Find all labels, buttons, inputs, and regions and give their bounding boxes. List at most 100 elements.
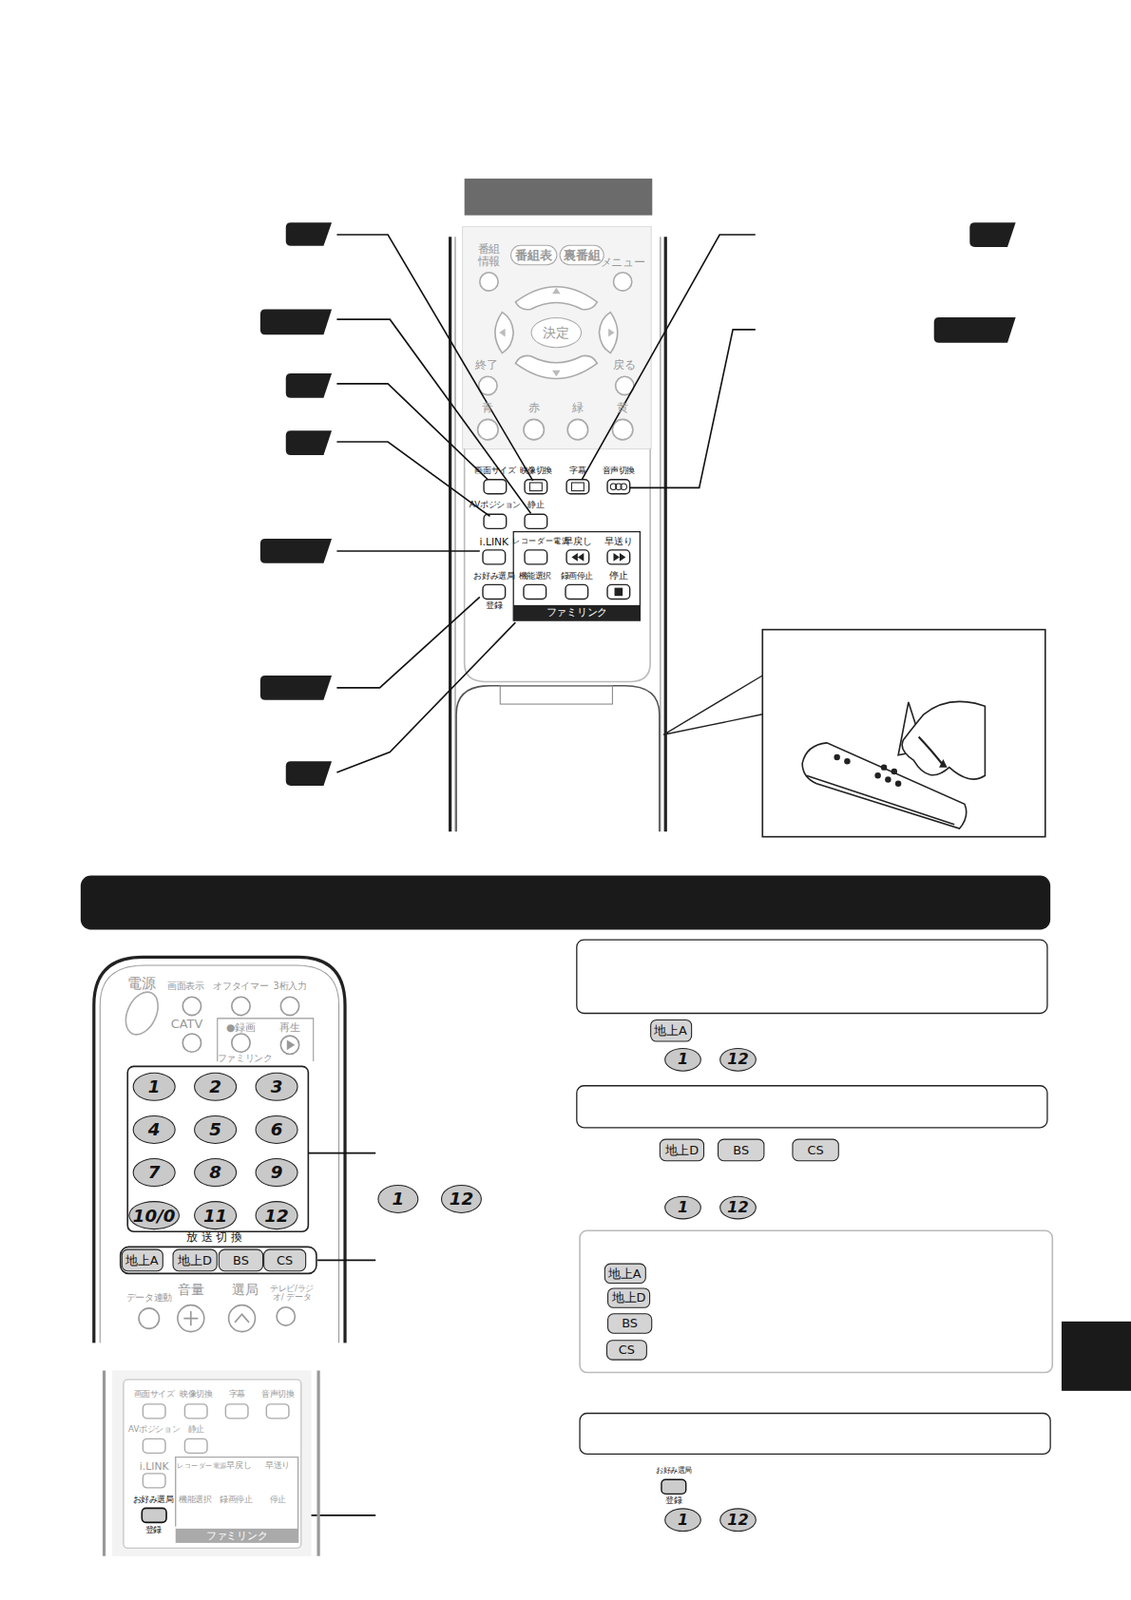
button-caption: i.LINK bbox=[139, 1460, 170, 1473]
button-label: 1 bbox=[677, 1052, 689, 1068]
button-label: 1 bbox=[677, 1199, 689, 1215]
remote-button: 決定 bbox=[530, 317, 582, 348]
button-label: 裏番組 bbox=[563, 249, 601, 262]
button-label: 3 bbox=[270, 1078, 284, 1096]
remote-button: 地上A bbox=[650, 1019, 692, 1043]
button-caption: テレビ/ラジオ/ データ bbox=[266, 1284, 318, 1304]
remote-button: 11 bbox=[193, 1201, 237, 1230]
button-label: 7 bbox=[148, 1164, 161, 1182]
button-caption: 緑 bbox=[572, 402, 584, 415]
remote-button: 地上D bbox=[659, 1139, 705, 1163]
button-label: 9 bbox=[270, 1164, 284, 1182]
remote-button: CS bbox=[606, 1340, 648, 1361]
button-caption: 停止 bbox=[269, 1495, 287, 1505]
remote-button: 6 bbox=[255, 1115, 299, 1145]
button-label: 12 bbox=[727, 1512, 748, 1528]
button-caption: 番組 情報 bbox=[477, 244, 502, 269]
button-caption: 赤 bbox=[528, 402, 540, 415]
remote-button: 8 bbox=[193, 1158, 237, 1188]
button-label: 10/0 bbox=[133, 1207, 176, 1225]
button-label: 1 bbox=[391, 1190, 404, 1208]
button-caption: 静止 bbox=[527, 501, 544, 511]
button-caption: 停止 bbox=[609, 571, 628, 582]
button-label: BS bbox=[732, 1144, 749, 1157]
button-label: 4 bbox=[148, 1121, 161, 1139]
remote-button: BS bbox=[607, 1313, 652, 1334]
button-caption: 登録 bbox=[145, 1526, 162, 1535]
button-caption: ●録画 bbox=[226, 1022, 256, 1035]
remote-button: 番組表 bbox=[510, 245, 557, 266]
button-caption: オフタイマー bbox=[212, 981, 269, 993]
remote-button: 12 bbox=[719, 1047, 757, 1072]
button-caption: 録画停止 bbox=[560, 572, 594, 581]
remote-button: 4 bbox=[133, 1115, 176, 1145]
button-label: 11 bbox=[203, 1207, 228, 1225]
button-caption: 画面表示 bbox=[167, 981, 205, 993]
button-label: 地上A bbox=[653, 1024, 688, 1037]
button-label: 12 bbox=[449, 1190, 474, 1208]
remote-button: 12 bbox=[719, 1195, 757, 1220]
remote-button: 7 bbox=[133, 1158, 176, 1188]
button-caption: 早戻し bbox=[563, 536, 592, 548]
button-caption: 選局 bbox=[231, 1283, 259, 1298]
button-caption: レコーダー電源 bbox=[176, 1463, 228, 1472]
button-label: CS bbox=[276, 1254, 293, 1267]
button-caption: ファミリンク bbox=[206, 1530, 268, 1542]
remote-button: 1 bbox=[664, 1195, 702, 1220]
button-caption: AVポジション bbox=[469, 501, 521, 511]
button-caption: i.LINK bbox=[479, 536, 510, 548]
remote-button: 5 bbox=[193, 1115, 237, 1145]
button-caption: 電源 bbox=[127, 976, 156, 993]
remote-button: BS bbox=[717, 1139, 765, 1163]
button-caption: 放 送 切 換 bbox=[186, 1231, 243, 1245]
button-caption: 字幕 bbox=[569, 466, 586, 476]
remote-button: 地上D bbox=[172, 1249, 218, 1273]
button-caption: 音声切換 bbox=[261, 1390, 294, 1400]
button-label: 12 bbox=[727, 1052, 748, 1068]
button-caption: ファミリンク bbox=[546, 606, 608, 618]
button-caption: 早送り bbox=[604, 536, 633, 548]
button-caption: ファミリンク bbox=[217, 1054, 273, 1066]
remote-button: 2 bbox=[193, 1073, 237, 1102]
remote-button: CS bbox=[791, 1139, 839, 1163]
remote-button: 地上A bbox=[603, 1264, 646, 1285]
button-label: 地上A bbox=[608, 1267, 642, 1281]
button-caption: 映像切換 bbox=[179, 1390, 212, 1400]
button-label: 1 bbox=[148, 1078, 161, 1096]
button-caption: 静止 bbox=[188, 1426, 205, 1436]
button-caption: 機能選択 bbox=[518, 572, 552, 581]
button-caption: 画面サイズ bbox=[474, 466, 516, 476]
remote-button: 1 bbox=[664, 1047, 702, 1072]
button-caption: 青 bbox=[481, 402, 494, 415]
remote-button: 10/0 bbox=[128, 1201, 180, 1230]
button-label: 2 bbox=[209, 1078, 222, 1096]
button-label: 5 bbox=[209, 1121, 222, 1139]
remote-button: 1 bbox=[664, 1508, 702, 1533]
remote-button: 9 bbox=[255, 1158, 299, 1188]
button-caption: お好み選局 bbox=[133, 1495, 174, 1505]
button-caption: お好み選局 bbox=[473, 572, 515, 581]
button-label: 12 bbox=[727, 1199, 748, 1215]
button-caption: 再生 bbox=[279, 1022, 300, 1035]
button-label: 8 bbox=[209, 1164, 222, 1182]
button-label: BS bbox=[621, 1318, 638, 1331]
button-caption: CATV bbox=[171, 1017, 204, 1032]
button-caption: 黄 bbox=[616, 402, 629, 415]
button-label: 12 bbox=[264, 1207, 288, 1225]
button-caption: レコーダー電源 bbox=[512, 537, 570, 547]
button-caption: 早送り bbox=[265, 1462, 290, 1472]
button-label: 地上D bbox=[177, 1254, 212, 1267]
button-caption: 画面サイズ bbox=[134, 1390, 175, 1400]
button-label: 番組表 bbox=[515, 249, 553, 262]
remote-button: 12 bbox=[255, 1201, 299, 1230]
button-label: 地上A bbox=[125, 1254, 159, 1267]
button-label: 6 bbox=[270, 1121, 284, 1139]
remote-button: 1 bbox=[133, 1073, 176, 1102]
button-caption: 音量 bbox=[177, 1283, 205, 1298]
remote-button: CS bbox=[263, 1249, 307, 1273]
remote-button: 3 bbox=[255, 1073, 299, 1102]
button-caption: 登録 bbox=[485, 601, 502, 611]
remote-button: 1 bbox=[377, 1185, 419, 1214]
button-caption: 3桁入力 bbox=[272, 981, 307, 993]
